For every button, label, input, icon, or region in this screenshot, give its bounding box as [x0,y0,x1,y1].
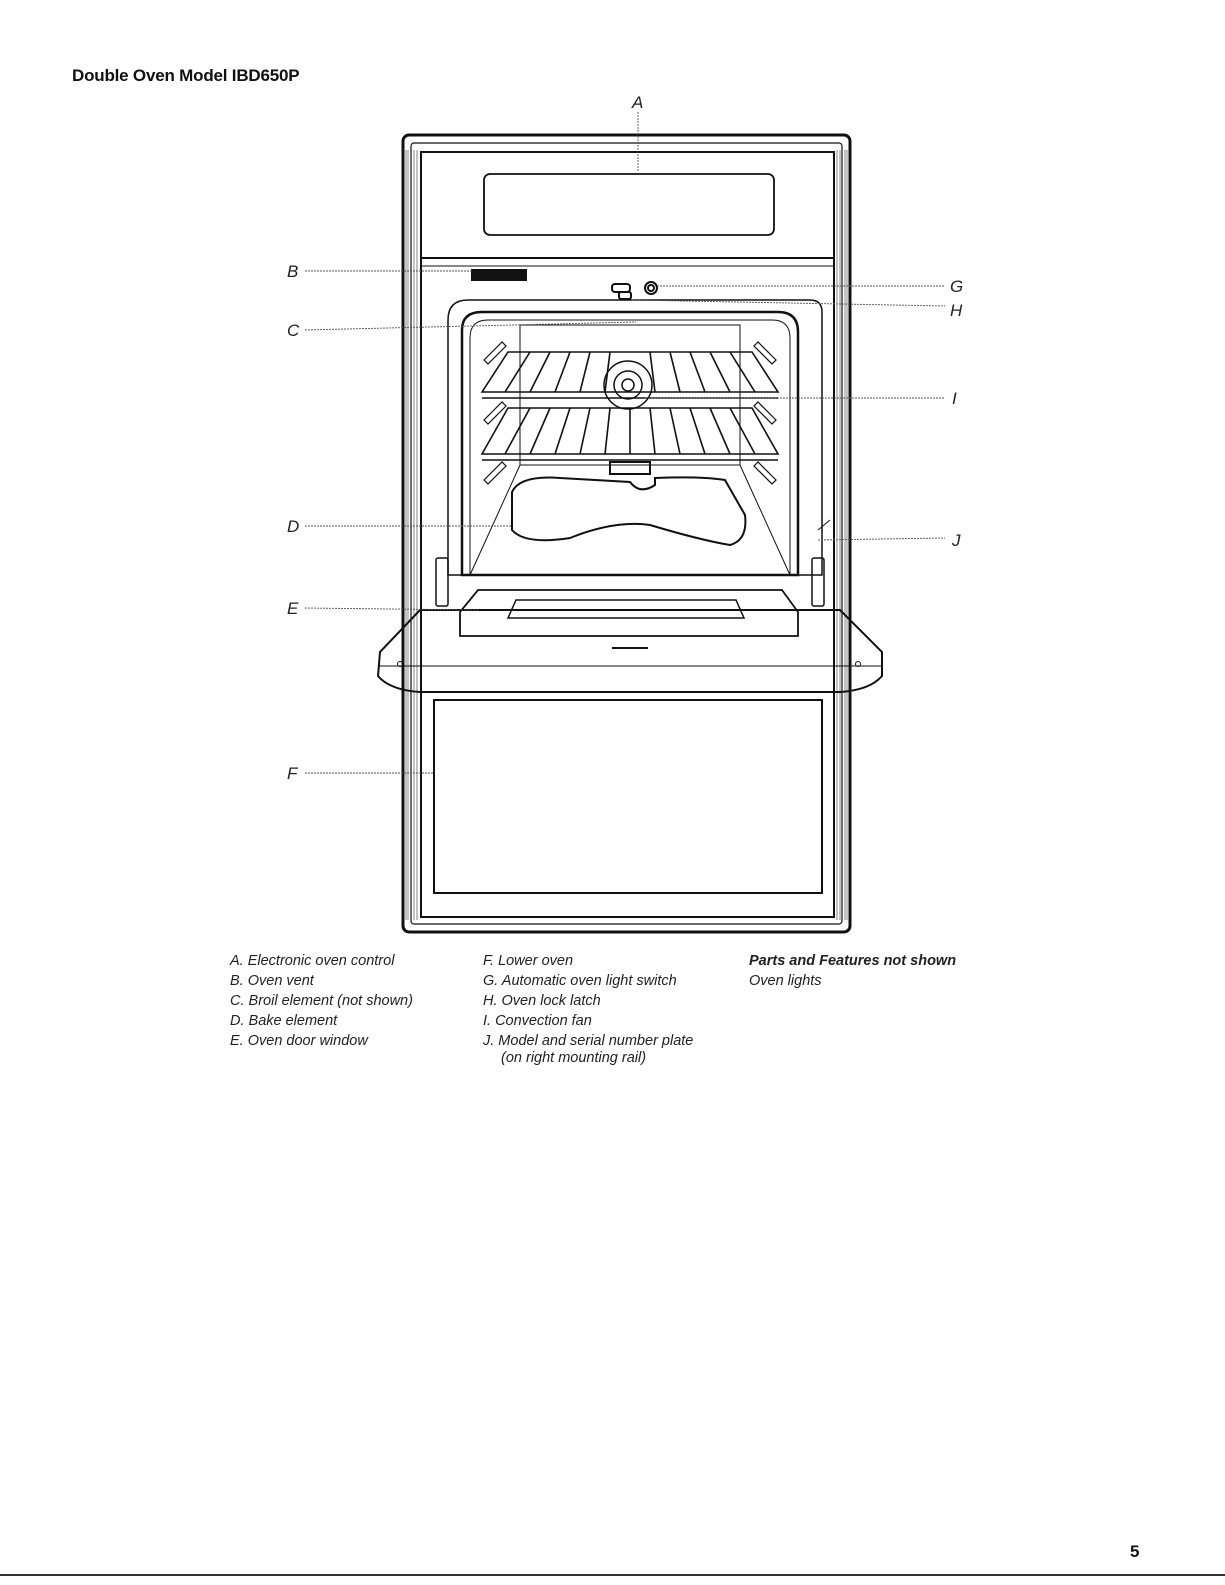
callout-b: B [287,262,298,281]
legend-item-oven-lights: Oven lights [749,973,822,989]
page-title: Double Oven Model IBD650P [72,66,300,85]
oven-door [376,609,883,693]
legend-item-c: C. Broil element (not shown) [230,993,413,1009]
legend-item-e: E. Oven door window [230,1033,368,1049]
lower-oven [420,691,835,918]
oven-diagram: A B C D E F G H I J [287,93,963,934]
legend-item-i: I. Convection fan [483,1013,592,1029]
oven-lock-latch [611,283,632,300]
cabinet-frame [401,133,852,934]
legend-item-a: A. Electronic oven control [230,953,395,969]
legend-item-b: B. Oven vent [230,973,314,989]
callout-j: J [951,531,961,550]
callout-c: C [287,321,300,340]
callout-f: F [287,764,299,783]
callout-d: D [287,517,299,536]
oven-vent [471,269,527,281]
callout-g: G [950,277,963,296]
legend-item-g: G. Automatic oven light switch [483,973,677,989]
legend-column-1: A. Electronic oven control B. Oven vent … [230,951,413,1051]
callout-i: I [952,389,957,408]
legend-item-h: H. Oven lock latch [483,993,601,1009]
legend-column-3: Parts and Features not shown Oven lights [749,951,956,991]
oven-rack-lower [480,407,780,461]
legend-item-f: F. Lower oven [483,953,574,969]
electronic-oven-control [483,173,775,236]
bottom-rule [0,1574,1225,1576]
bake-element [511,476,747,547]
light-switch [644,281,658,295]
oven-rack-upper [480,351,780,399]
legend-item-d: D. Bake element [230,1013,338,1029]
callout-a: A [631,93,643,112]
legend-column-2: F. Lower oven G. Automatic oven light sw… [483,951,693,1065]
convection-fan [603,360,653,410]
legend-heading-not-shown: Parts and Features not shown [749,953,957,969]
callout-h: H [950,301,963,320]
legend-item-j: J. Model and serial number plate [483,1033,694,1049]
page-number: 5 [1130,1542,1140,1561]
legend-item-j-note: (on right mounting rail) [501,1050,647,1066]
oven-door-window [459,589,799,637]
callout-e: E [287,599,299,618]
